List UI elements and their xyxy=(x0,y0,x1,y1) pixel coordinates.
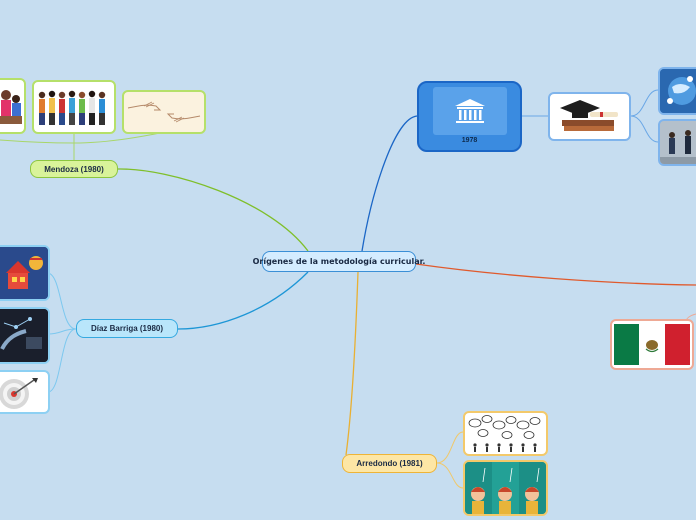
globe-people-icon xyxy=(660,69,696,113)
business-people-card[interactable] xyxy=(658,119,696,166)
family-photo-icon xyxy=(0,90,22,124)
globe-people-card[interactable] xyxy=(658,67,696,115)
branch-unesco[interactable]: 1978 xyxy=(417,81,522,152)
people-lightbulbs-card[interactable] xyxy=(463,460,548,516)
people-group-card[interactable] xyxy=(32,80,116,134)
creation-hands-icon xyxy=(127,101,201,123)
branch-mendoza[interactable]: Mendoza (1980) xyxy=(30,160,118,178)
mexico-flag-card[interactable] xyxy=(610,319,694,370)
idea-bubbles-card[interactable] xyxy=(463,411,548,456)
idea-bubbles-icon xyxy=(468,415,541,452)
central-topic[interactable]: Orígenes de la metodología curricular. xyxy=(253,251,425,272)
graduation-cap-icon xyxy=(560,100,618,131)
branch-diaz-barriga[interactable]: Díaz Barriga (1980) xyxy=(76,319,178,338)
branch-arredondo[interactable]: Arredondo (1981) xyxy=(342,454,437,473)
people-group-icon xyxy=(38,90,106,125)
mexico-flag-icon xyxy=(614,324,690,365)
unesco-logo-icon xyxy=(432,87,507,135)
target-arrow-icon xyxy=(0,378,38,409)
people-lightbulbs-icon xyxy=(465,462,546,514)
branch-unesco-label: 1978 xyxy=(461,137,478,144)
hands-digital-icon xyxy=(0,309,48,362)
family-photo-card[interactable] xyxy=(0,78,26,134)
branch-diaz-barriga-label: Díaz Barriga (1980) xyxy=(90,324,164,333)
branch-mendoza-label: Mendoza (1980) xyxy=(44,164,104,174)
target-arrow-card[interactable] xyxy=(0,370,50,414)
house-icon-card[interactable] xyxy=(0,245,50,301)
creation-hands-card[interactable] xyxy=(122,90,206,134)
business-people-icon xyxy=(660,121,696,164)
house-icon xyxy=(0,247,48,299)
graduation-cap-card[interactable] xyxy=(548,92,631,141)
central-topic-label: Orígenes de la metodología curricular. xyxy=(252,257,426,266)
hands-digital-card[interactable] xyxy=(0,307,50,364)
branch-arredondo-label: Arredondo (1981) xyxy=(356,459,423,468)
